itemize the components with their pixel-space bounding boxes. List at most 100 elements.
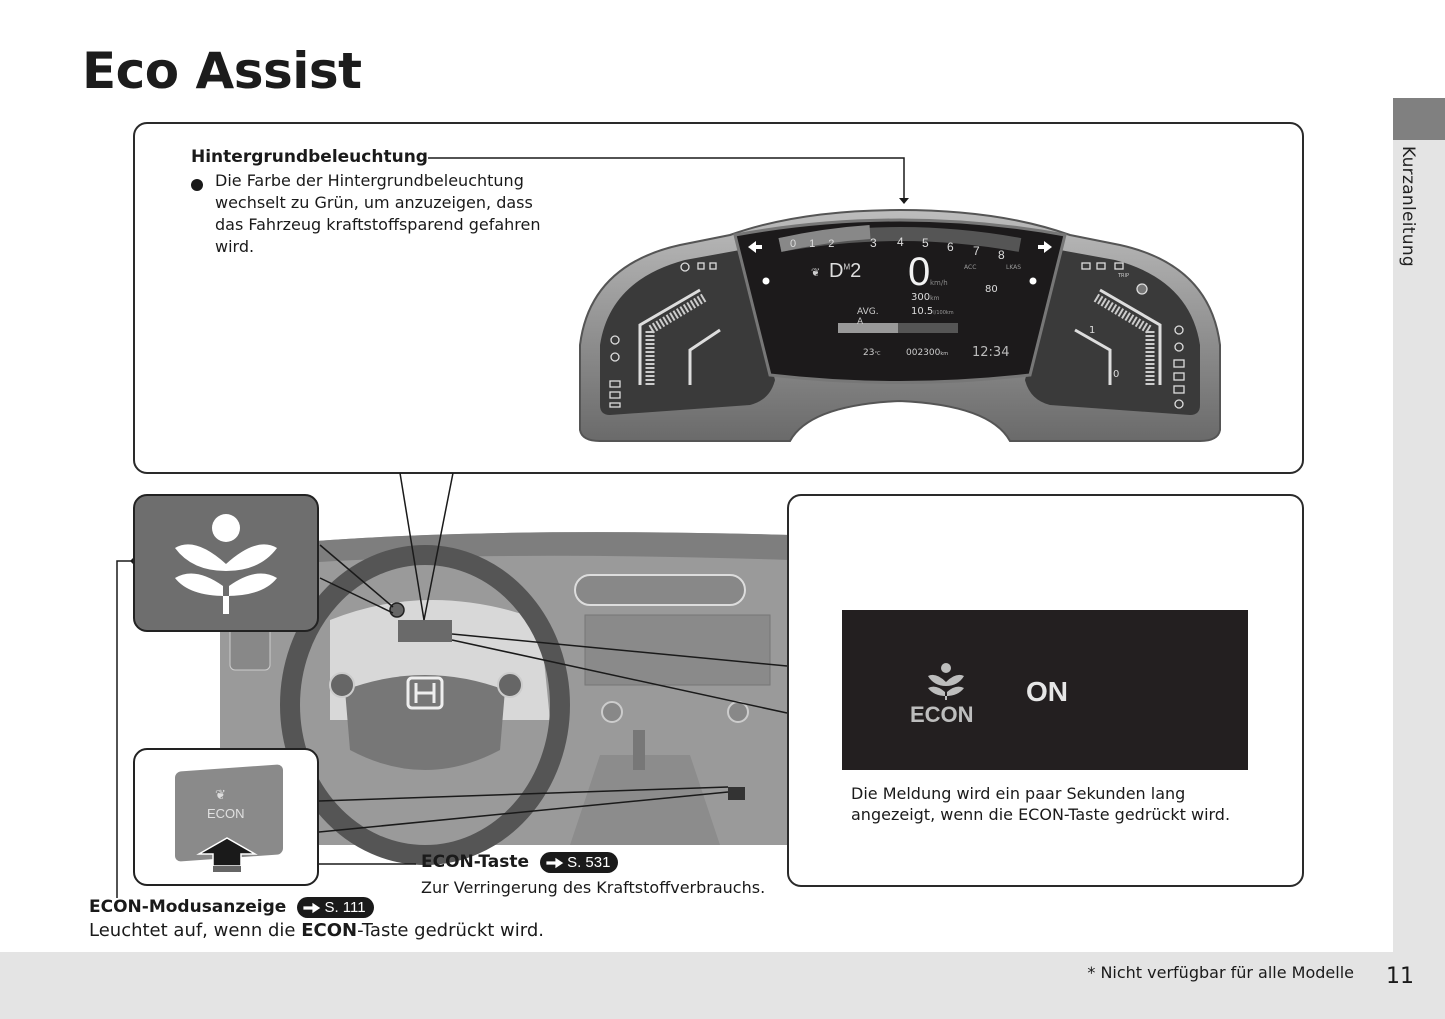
backlight-bullet-icon xyxy=(191,176,203,195)
cluster-display-marker xyxy=(398,620,452,642)
seatbelt-icon xyxy=(1174,342,1184,352)
econ-leaf-icon xyxy=(175,514,277,614)
page-ref-arrow-icon xyxy=(303,900,323,915)
instrument-cluster xyxy=(579,208,1221,442)
econ-button-page-ref: S. 531 xyxy=(567,854,611,871)
econ-button-heading: ECON-Taste xyxy=(421,852,529,872)
acc-label: ACC xyxy=(964,264,977,271)
caption-line: angezeigt, wenn die ECON-Taste gedrückt … xyxy=(851,805,1231,824)
fuel-gauge-tick: 1 xyxy=(1089,325,1096,336)
page-ref-arrow-icon xyxy=(545,855,565,870)
rear-fog-icon xyxy=(1096,262,1106,270)
econ-message-label: ECON xyxy=(910,702,974,727)
tach-tick: 7 xyxy=(973,244,980,258)
econ-message-leaf-icon xyxy=(928,663,964,700)
econ-message-screen: ECON ON xyxy=(842,610,1248,770)
econ-indicator-marker xyxy=(389,602,405,618)
econ-message-caption: Die Meldung wird ein paar Sekunden lang … xyxy=(851,783,1230,825)
backlight-line: wechselt zu Grün, um anzuzeigen, dass xyxy=(215,193,533,212)
temp-gauge-bar xyxy=(645,293,708,385)
tachometer-fill xyxy=(778,225,871,252)
vsa-icon xyxy=(709,262,717,270)
avg-consumption: 10.5l/100km xyxy=(911,306,954,317)
parking-brake-icon xyxy=(680,262,690,272)
backlight-line: Die Farbe der Hintergrundbeleuchtung xyxy=(215,171,524,190)
trip-knob xyxy=(1136,283,1148,295)
tach-tick: 2 xyxy=(828,238,848,250)
avg-label: AVG. A xyxy=(857,307,879,327)
section-tab-label: Kurzanleitung xyxy=(1398,146,1418,267)
page-title: Eco Assist xyxy=(82,42,362,100)
speed-readout: 0 xyxy=(908,250,931,294)
econ-indicator-page-ref: S. 111 xyxy=(324,899,366,916)
brake-warning-icon xyxy=(610,335,620,345)
econ-indicator-callout xyxy=(133,494,319,632)
econ-state: ON xyxy=(1026,676,1068,707)
door-icon xyxy=(1173,372,1185,381)
dashboard-top xyxy=(220,532,790,570)
econ-button-leaf-icon: ❦ xyxy=(215,788,226,803)
econ-button-inset: ❦ ECON xyxy=(133,748,319,886)
eco-leaf-icon: ❦ xyxy=(811,266,821,279)
tach-ticks: 012 xyxy=(790,238,847,250)
section-tab[interactable] xyxy=(1393,140,1445,952)
section-tab-marker xyxy=(1393,98,1445,140)
econ-button-heading-row: ECON-Taste S. 531 xyxy=(421,852,619,873)
econ-button-marker xyxy=(728,787,745,800)
honda-h-icon xyxy=(414,683,436,703)
page-number: 11 xyxy=(1386,964,1414,989)
econ-button-label: ECON xyxy=(207,806,245,821)
eco-bar-fill xyxy=(838,323,898,333)
indicator-dot-right xyxy=(1029,277,1037,285)
center-display xyxy=(733,218,1067,384)
honda-logo-icon xyxy=(406,676,444,710)
fuel-gauge-line xyxy=(1099,288,1162,385)
backlight-line: wird. xyxy=(215,237,255,256)
tach-tick: 1 xyxy=(809,238,829,250)
steering-control-right xyxy=(497,672,523,698)
gear-shifter xyxy=(633,730,645,770)
lkas-label: LKAS xyxy=(1006,264,1022,271)
high-beam-icon xyxy=(1114,262,1124,270)
fuel-icon xyxy=(1173,359,1185,368)
acc-set-speed: 80 xyxy=(985,284,998,295)
gear-indicator: DM2 xyxy=(829,260,862,282)
steering-wheel-hub xyxy=(345,675,505,770)
backlight-description: Die Farbe der Hintergrundbeleuchtung wec… xyxy=(215,170,541,258)
clock: 12:34 xyxy=(972,345,1010,360)
centre-air-vent xyxy=(574,574,746,606)
backlight-leader-line xyxy=(428,157,905,198)
temp-gauge-inner xyxy=(688,328,721,385)
econ-indicator-description: Leuchtet auf, wenn die ECON-Taste gedrüc… xyxy=(89,920,544,941)
econ-indicator-heading-row: ECON-Modusanzeige S. 111 xyxy=(89,897,374,918)
speed-unit: km/h xyxy=(930,279,948,287)
backlight-heading: Hintergrundbeleuchtung xyxy=(191,147,428,167)
fuel-gauge-bar xyxy=(1092,293,1155,385)
tach-tick: 0 xyxy=(790,238,810,250)
steering-control-left xyxy=(329,672,355,698)
econ-button-description: Zur Verringerung des Kraftstoffverbrauch… xyxy=(421,878,766,897)
econ-indicator-page-link[interactable]: S. 111 xyxy=(297,897,374,918)
econ-button-page-link[interactable]: S. 531 xyxy=(540,852,619,873)
tach-tick: 6 xyxy=(947,240,954,254)
fog-light-icon xyxy=(1081,262,1091,270)
caption-line: Die Meldung wird ein paar Sekunden lang xyxy=(851,784,1186,803)
vsa-off-icon xyxy=(697,262,705,270)
outside-temperature: 23°C xyxy=(863,348,881,358)
tach-tick: 4 xyxy=(897,235,904,249)
abs-icon xyxy=(1173,385,1185,394)
range-readout: 300km xyxy=(911,292,940,303)
left-dial-panel xyxy=(600,250,775,415)
temp-gauge-line xyxy=(638,288,701,385)
steering-wheel-rim xyxy=(280,545,570,865)
tach-tick: 5 xyxy=(922,236,929,250)
odometer: 002300km xyxy=(906,348,949,358)
engine-check-icon xyxy=(609,380,621,388)
footnote: * Nicht verfügbar für alle Modelle xyxy=(1087,963,1354,982)
fuel-gauge-tick: 0 xyxy=(1113,369,1120,380)
indicator-dot-left xyxy=(762,277,770,285)
trip-label: TRIP xyxy=(1118,273,1130,279)
tach-tick: 3 xyxy=(870,236,877,250)
battery-icon xyxy=(609,391,621,399)
